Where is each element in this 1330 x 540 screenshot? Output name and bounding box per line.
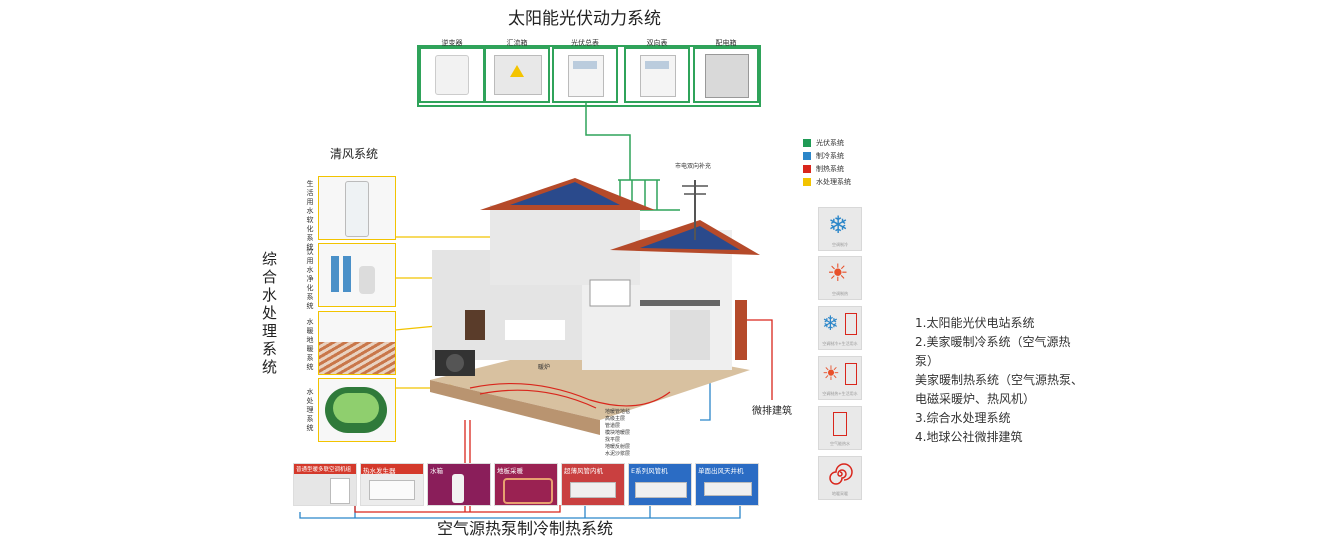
pipe-label: 高级主层 [605,416,626,422]
water-label-softener: 生活用水软化系统 [306,180,314,251]
legend-label: 制热系统 [816,165,844,173]
heat-device-e-series-duct[interactable]: E系列风管机 [628,463,692,506]
heat-device-label: 超薄风管内机 [564,467,603,475]
sun-icon: ☀ [822,361,840,385]
legend-label: 水处理系统 [816,178,851,186]
list-item: 4.地球公社微排建筑 [915,430,1023,444]
water-system-title: 综合水处理系统 [262,250,278,376]
list-item: 3.综合水处理系统 [915,411,1011,425]
list-item: 美家暖制热系统（空气源热泵、电磁采暖炉、热风机） [915,373,1084,406]
pv-system-title: 太阳能光伏动力系统 [508,9,661,29]
heat-device-ultra-thin-duct[interactable]: 超薄风管内机 [561,463,625,506]
heat-device-label: 水箱 [430,467,443,475]
device-label: 汇流箱 [506,39,528,47]
legend-swatch [803,152,811,160]
mode-caption: 空调制冷 [832,242,848,247]
heat-device-label: 普通型暖多联空调机组 [296,467,352,473]
system-list: 1.太阳能光伏电站系统 2.美家暖制冷系统（空气源热泵） 美家暖制热系统（空气源… [915,314,1085,447]
device-label: 配电箱 [715,39,737,47]
pv-device-inverter[interactable]: 逆变器 [419,39,485,103]
heat-device-label: E系列风管机 [631,467,668,475]
mode-caption: 空调制冷+生活用水 [822,341,858,346]
house-illustration [430,178,760,435]
device-label: 光伏总表 [571,39,599,47]
sun-icon: ☀ [827,259,849,287]
pv-device-combiner[interactable]: 汇流箱 [484,39,550,103]
mode-caption: 地暖采暖 [832,491,848,496]
pipe-layer-labels: 地暖管地毯 高级主层 管道层 模块地暖层 找平层 地暖反射层 水泥沙浆层 [605,408,665,457]
mode-card-cooling[interactable]: ❄ 空调制冷 [818,207,862,251]
mode-caption: 空调制热 [832,291,848,296]
water-device-floor-heating[interactable] [318,311,396,375]
fresh-air-title: 清风系统 [330,147,379,161]
heat-device-water-generator[interactable]: 热水发生器 [360,463,424,506]
snowflake-icon: ❄ [822,311,839,335]
water-tank-icon [845,363,857,385]
heat-device-floor-heating[interactable]: 地板采暖 [494,463,558,506]
pipe-label: 管道层 [605,423,621,429]
heat-device-ceiling-unit[interactable]: 单面出风天井机 [695,463,759,506]
heat-device-outdoor-unit[interactable]: 普通型暖多联空调机组 [293,463,357,506]
legend-swatch [803,178,811,186]
mode-card-cooling-water[interactable]: ❄ 空调制冷+生活用水 [818,306,862,350]
pv-device-distribution-box[interactable]: 配电箱 [693,39,759,103]
mode-card-heating[interactable]: ☀ 空调制热 [818,256,862,300]
device-label: 逆变器 [441,39,463,47]
legend-swatch [803,165,811,173]
pipe-label: 找平层 [605,437,621,443]
pipe-label: 模块地暖层 [605,430,631,436]
pv-device-main-meter[interactable]: 光伏总表 [552,39,618,103]
spiral-icon [829,463,853,485]
grid-supply-label: 市电双向补充 [675,163,712,170]
legend-label: 制冷系统 [816,152,844,160]
heat-device-water-tank[interactable]: 水箱 [427,463,491,506]
mode-card-heating-water[interactable]: ☀ 空调制热+生活用水 [818,356,862,400]
house-label: 暖炉 [538,364,551,371]
water-label-floor-heating: 水暖地暖系统 [306,318,314,371]
heat-pump-title: 空气源热泵制冷制热系统 [437,519,614,538]
mode-caption: 空气能热水 [830,441,850,446]
micro-building-label: 微排建筑 [752,406,792,417]
snowflake-icon: ❄ [828,211,849,239]
list-item: 1.太阳能光伏电站系统 [915,316,1035,330]
pv-device-bidirectional-meter[interactable]: 双向表 [624,39,690,103]
mode-card-hot-water[interactable]: 空气能热水 [818,406,862,450]
mode-card-floor-heating[interactable]: 地暖采暖 [818,456,862,500]
heat-device-label: 热水发生器 [363,467,396,475]
legend-swatch [803,139,811,147]
water-tank-icon [845,313,857,335]
pv-device-row [417,45,761,107]
heat-device-label: 单面出风天井机 [698,467,744,475]
list-item: 2.美家暖制冷系统（空气源热泵） [915,335,1071,368]
water-device-purifier[interactable] [318,243,396,307]
water-label-treatment: 水处理系统 [306,388,314,432]
device-label: 双向表 [646,39,668,47]
water-device-treatment[interactable] [318,378,396,442]
heat-device-label: 地板采暖 [497,467,523,475]
water-tank-icon [833,412,847,436]
pipe-label: 水泥沙浆层 [605,451,631,457]
mode-caption: 空调制热+生活用水 [822,391,858,396]
water-label-purifier: 饮用水净化系统 [306,248,314,310]
water-device-softener[interactable] [318,176,396,240]
legend-label: 光伏系统 [816,139,844,147]
pipe-label: 地暖反射层 [605,444,631,450]
pipe-label: 地暖管地毯 [605,409,631,415]
